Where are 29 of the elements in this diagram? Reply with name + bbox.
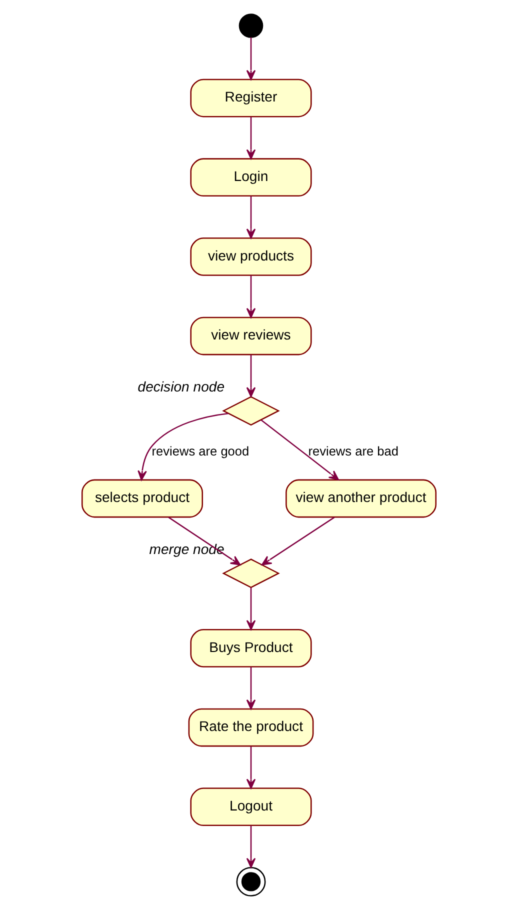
node-box: Rate the product: [188, 708, 314, 747]
node-diamond: [222, 396, 280, 426]
arrow: [168, 516, 240, 566]
arrow: [246, 275, 256, 318]
node-box: Login: [190, 158, 312, 197]
node-box: view reviews: [190, 316, 312, 356]
arrow: [260, 516, 334, 566]
arrow: [246, 588, 256, 630]
node-box: Logout: [190, 788, 312, 826]
arrow: [246, 826, 256, 868]
node-diamond: [222, 558, 280, 588]
arrow: [246, 37, 256, 80]
node-circle: [238, 14, 263, 38]
node-box: Register: [190, 78, 312, 118]
arrow: [246, 354, 256, 398]
node-box: view products: [190, 238, 312, 276]
node-box: view another product: [285, 479, 436, 518]
edge-label: reviews are good: [151, 444, 249, 459]
arrow: [246, 116, 256, 160]
arrow: [246, 666, 256, 710]
node-box: selects product: [80, 479, 203, 518]
node-bullseye: [236, 866, 266, 896]
arrow: [260, 419, 339, 480]
node-box: Buys Product: [190, 629, 312, 668]
arrow: [246, 746, 256, 789]
arrow: [246, 196, 256, 239]
arrow: [137, 412, 228, 481]
node-label: decision node: [137, 378, 224, 394]
edge-label: reviews are bad: [308, 444, 398, 459]
